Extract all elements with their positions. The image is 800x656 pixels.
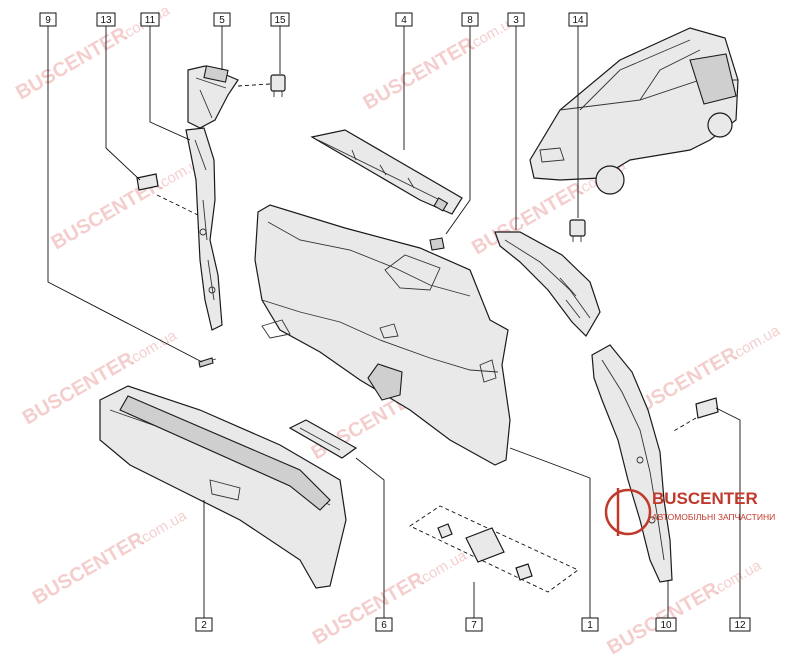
part-1-tailgate-trim-panel [254,204,511,466]
callout-5-label: 5 [219,15,225,26]
callout-13: 13 [96,12,116,27]
part-8-clip [429,237,445,251]
part-10-right-lower-pillar-trim [591,344,673,583]
callout-13-label: 13 [100,15,112,26]
callout-5: 5 [213,12,231,27]
watermark-domain: .com.ua [125,327,180,369]
leader-lines [47,26,741,620]
watermark-brand: BUSCENTER [604,578,723,656]
callout-1: 1 [581,617,599,632]
callout-9-label: 9 [45,15,51,26]
callout-2-label: 2 [201,620,207,631]
callout-11-label: 11 [145,15,156,26]
logo-circle-icon [604,488,652,536]
part-13-label [136,173,159,191]
part-12-label [695,397,719,419]
part-4-upper-trim-strip [310,129,463,215]
callout-14: 14 [568,12,588,27]
watermark-brand: BUSCENTER [360,33,479,115]
part-3-right-upper-pillar-trim [494,231,601,337]
callout-15: 15 [270,12,290,27]
part-7-plug-kit [409,505,579,593]
callout-3-label: 3 [513,15,519,26]
part-9-screw [198,357,217,368]
logo-brand-text: BUSCENTER [652,489,758,508]
callout-8-label: 8 [467,15,473,26]
callout-7: 7 [465,617,483,632]
callout-14-label: 14 [572,15,584,26]
callout-11: 11 [140,12,160,27]
callout-12-label: 12 [734,620,746,631]
part-11-left-pillar-trim [185,127,223,331]
watermark-domain: .com.ua [415,547,470,589]
buscenter-logo: BUSCENTER АВТОМОБІЛЬНІ ЗАПЧАСТИНИ [604,488,775,536]
callout-12: 12 [729,617,751,632]
part-5-upper-bracket [187,65,239,129]
callout-3: 3 [507,12,525,27]
callout-4-label: 4 [401,15,407,26]
watermark-domain: .com.ua [135,507,190,549]
callout-2: 2 [195,617,213,632]
part-14-clip [569,219,586,242]
callout-7-label: 7 [471,620,477,631]
callout-10-label: 10 [660,620,672,631]
callout-1-label: 1 [587,620,593,631]
watermark-brand: BUSCENTER [12,23,131,105]
callout-15-label: 15 [274,15,286,26]
callout-6-label: 6 [381,620,387,631]
watermark-domain: .com.ua [709,557,764,599]
part-15-clip [270,74,286,97]
part-2-scuff-plate [99,385,347,589]
watermark-brand: BUSCENTER [29,528,148,610]
callout-10: 10 [655,617,677,632]
part-6-gasket [288,419,358,459]
watermark-domain: .com.ua [728,322,783,364]
vehicle-overview-illustration [529,27,739,195]
callout-4: 4 [395,12,413,27]
callout-8: 8 [461,12,479,27]
callout-9: 9 [39,12,57,27]
callout-6: 6 [375,617,393,632]
logo-tagline-text: АВТОМОБІЛЬНІ ЗАПЧАСТИНИ [652,512,775,522]
